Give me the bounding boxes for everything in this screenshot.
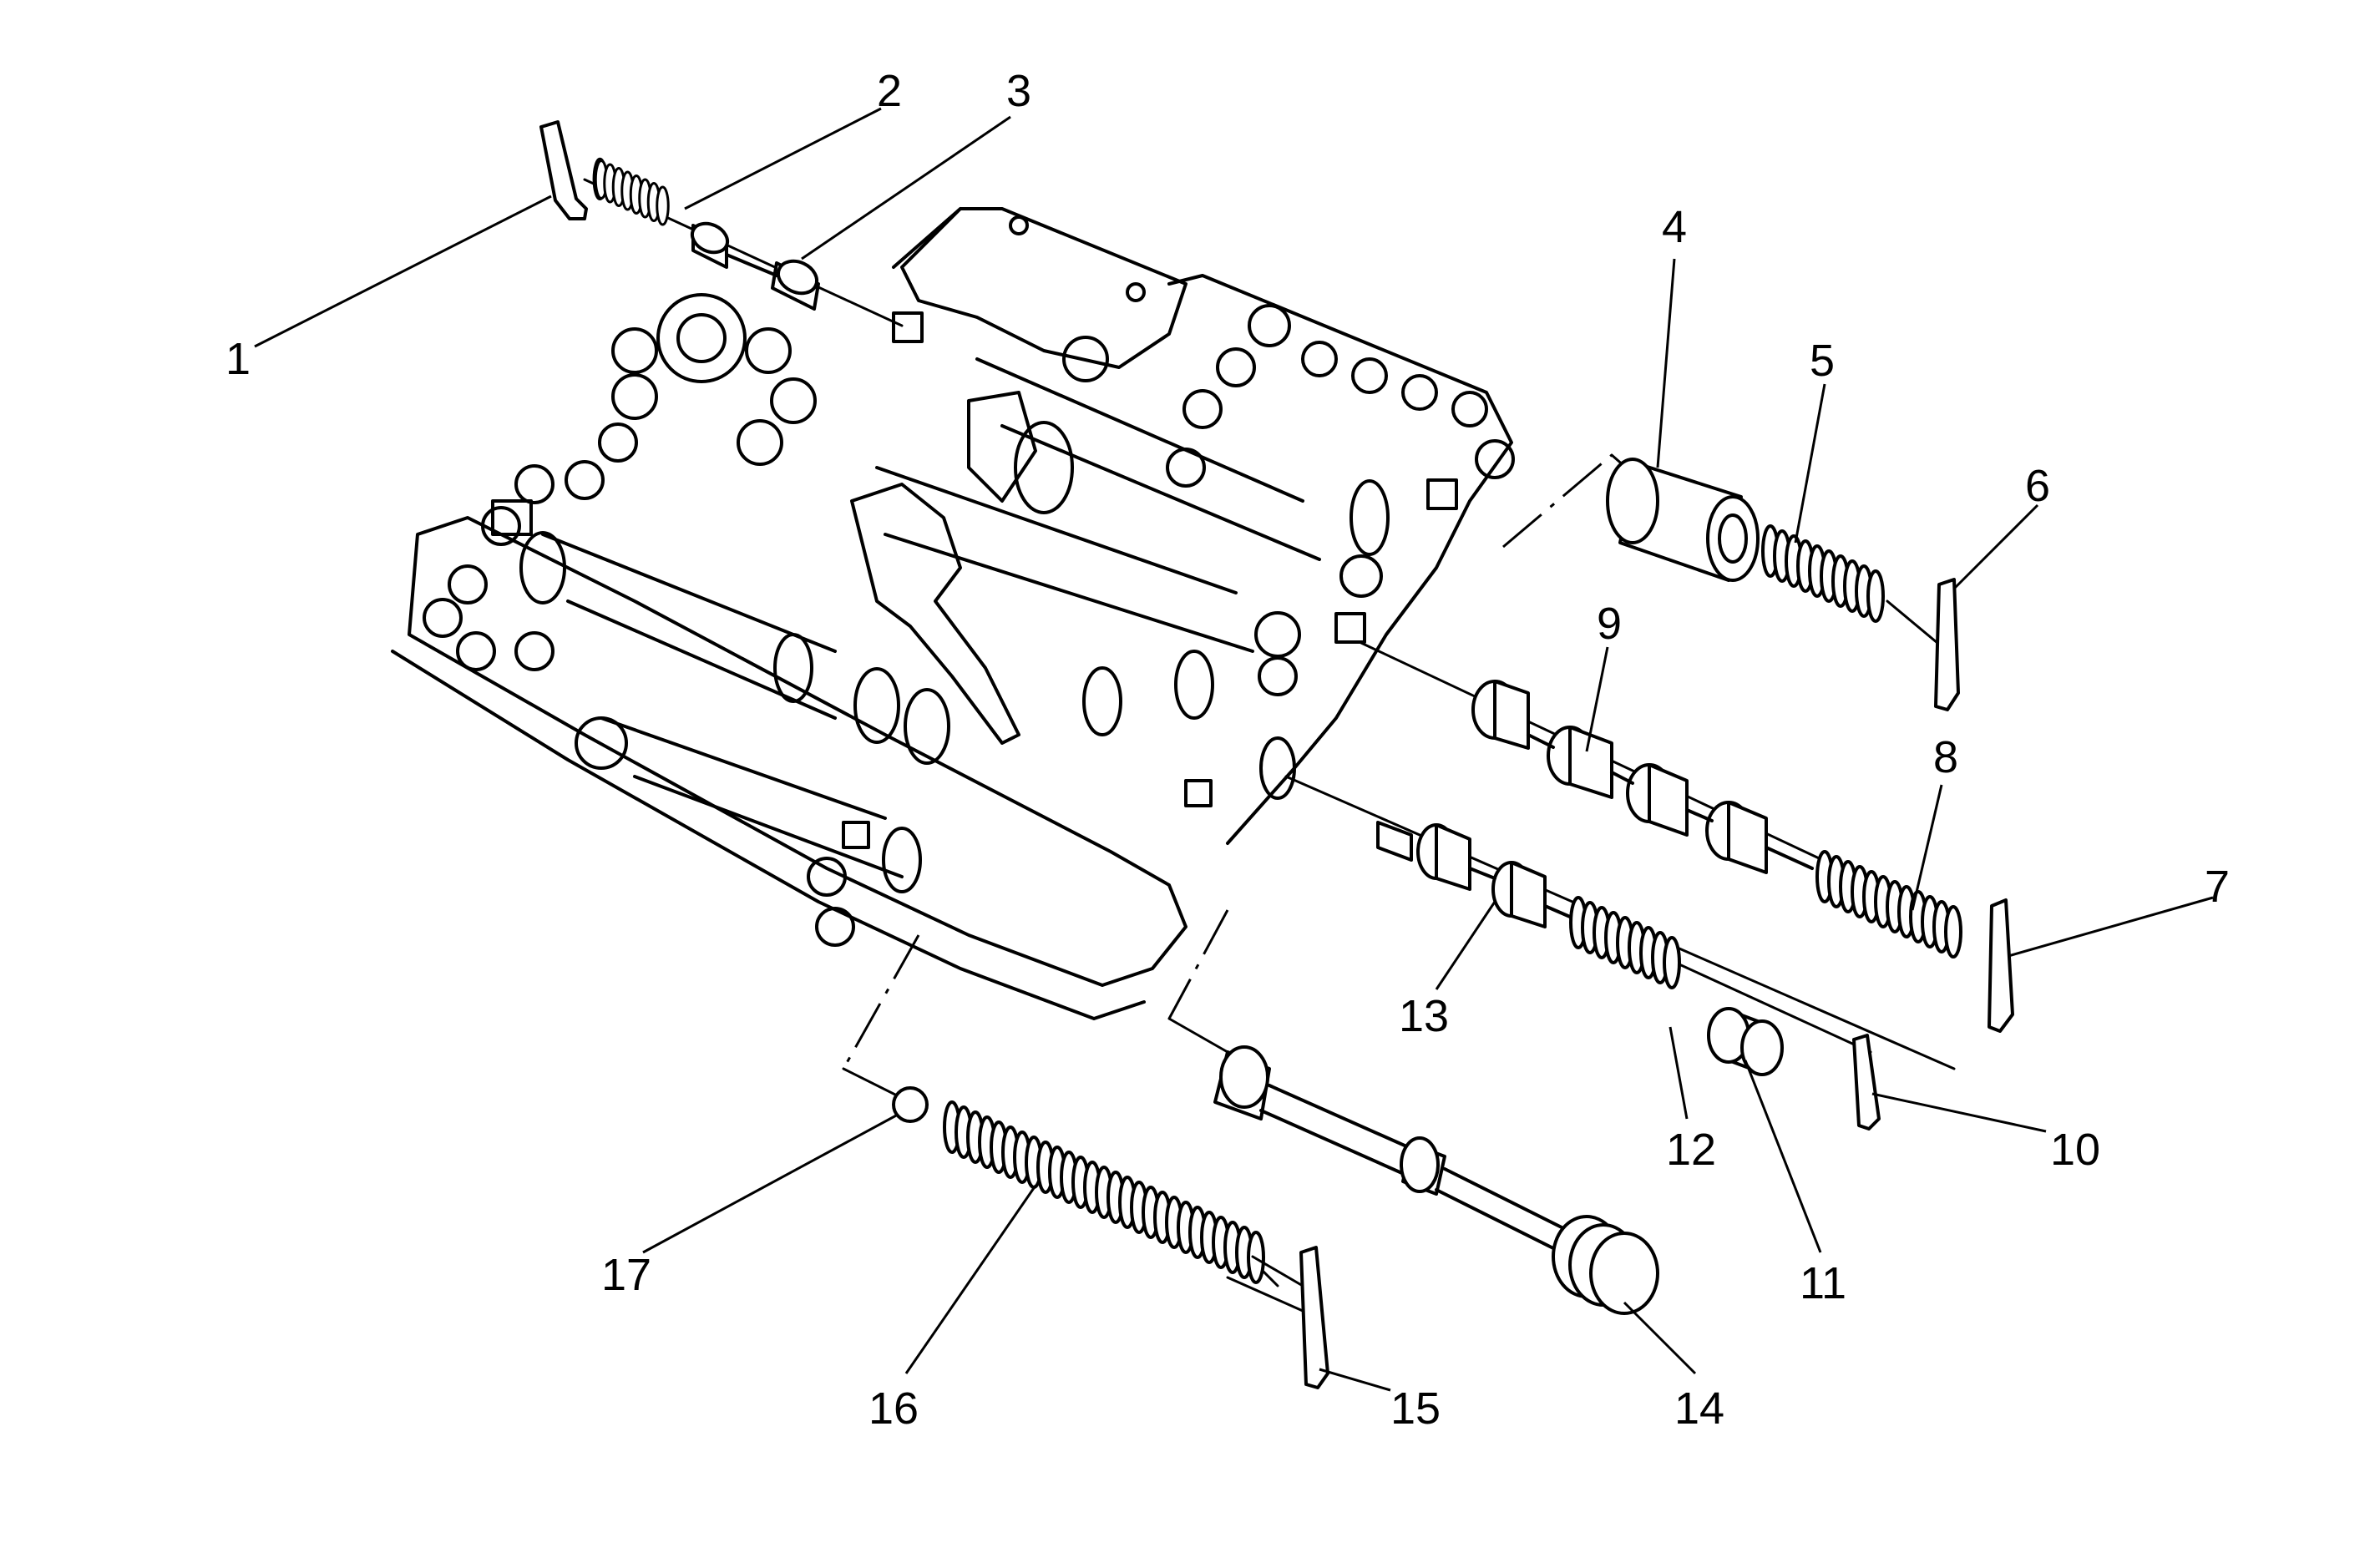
part-4-sleeve — [1606, 458, 1760, 582]
callout-17: 17 — [601, 1250, 651, 1300]
part-2-spring — [592, 157, 670, 226]
callout-8: 8 — [1933, 732, 1958, 782]
part-9-valve — [1471, 680, 1814, 874]
callout-16: 16 — [868, 1383, 919, 1434]
callout-leader-lines — [254, 107, 2214, 1392]
callout-numbers: 1 2 3 4 5 6 7 8 9 10 11 12 13 14 15 16 1… — [225, 66, 2230, 1434]
part-12-spring — [1569, 896, 1681, 989]
callout-9: 9 — [1597, 599, 1622, 649]
part-13-valve — [1376, 821, 1572, 928]
part-1-retainer-clip — [539, 120, 588, 220]
part-10-retainer-clip — [1852, 1034, 1881, 1131]
callout-6: 6 — [2025, 461, 2050, 511]
callout-12: 12 — [1666, 1125, 1716, 1175]
callout-15: 15 — [1390, 1383, 1441, 1434]
part-15-retainer-clip — [1299, 1246, 1329, 1389]
callout-11: 11 — [1800, 1258, 1846, 1308]
callout-14: 14 — [1674, 1383, 1724, 1434]
part-8-spring — [1815, 850, 1962, 959]
callout-2: 2 — [877, 66, 902, 116]
part-14-valve — [1213, 1045, 1659, 1315]
callout-13: 13 — [1399, 991, 1449, 1041]
valve-body-casting — [391, 207, 1515, 1020]
callout-3: 3 — [1006, 66, 1031, 116]
part-6-retainer-clip — [1934, 578, 1960, 711]
callout-10: 10 — [2050, 1125, 2100, 1175]
callout-5: 5 — [1810, 336, 1835, 386]
part-5-spring — [1761, 524, 1939, 645]
part-16-spring — [943, 1100, 1304, 1287]
callout-7: 7 — [2205, 862, 2230, 912]
part-7-retainer-clip — [1988, 898, 2014, 1033]
part-3-valve — [690, 221, 820, 311]
part-11-sleeve — [1707, 1007, 1784, 1076]
part-17-check-ball — [892, 1086, 929, 1123]
callout-1: 1 — [225, 334, 251, 384]
callout-4: 4 — [1662, 202, 1687, 252]
